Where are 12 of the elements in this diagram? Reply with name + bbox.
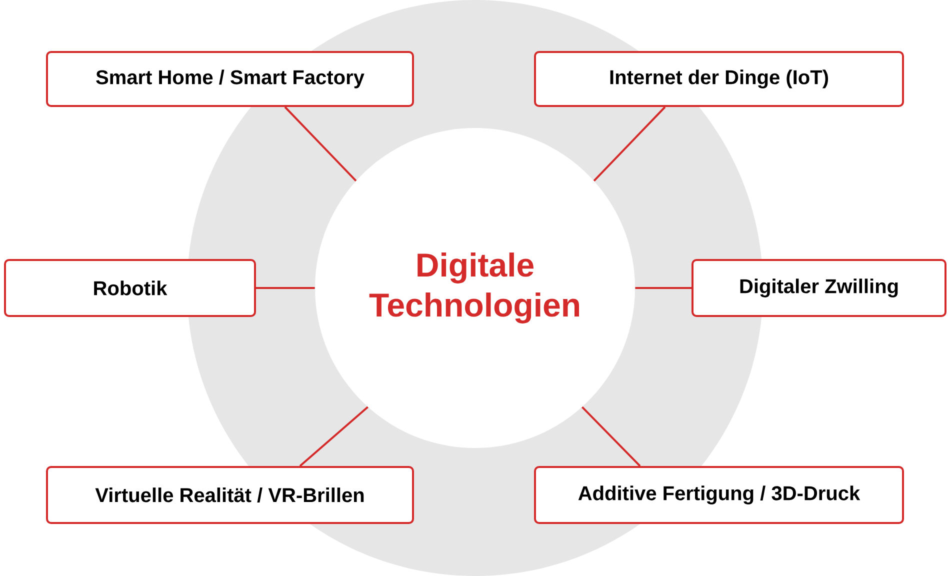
topic-box: Robotik — [4, 259, 256, 317]
topic-box: Digitaler Zwilling — [692, 259, 946, 317]
topic-box: Virtuelle Realität / VR-Brillen — [46, 466, 414, 524]
topic-box: Additive Fertigung / 3D-Druck — [534, 466, 904, 524]
connector-line — [284, 106, 357, 182]
connector-line — [593, 106, 666, 182]
topic-box: Internet der Dinge (IoT) — [534, 51, 904, 107]
connector-line — [635, 287, 692, 289]
connector-line — [581, 406, 641, 467]
connector-line — [299, 406, 368, 467]
topic-box: Smart Home / Smart Factory — [46, 51, 414, 107]
connector-line — [256, 287, 315, 289]
